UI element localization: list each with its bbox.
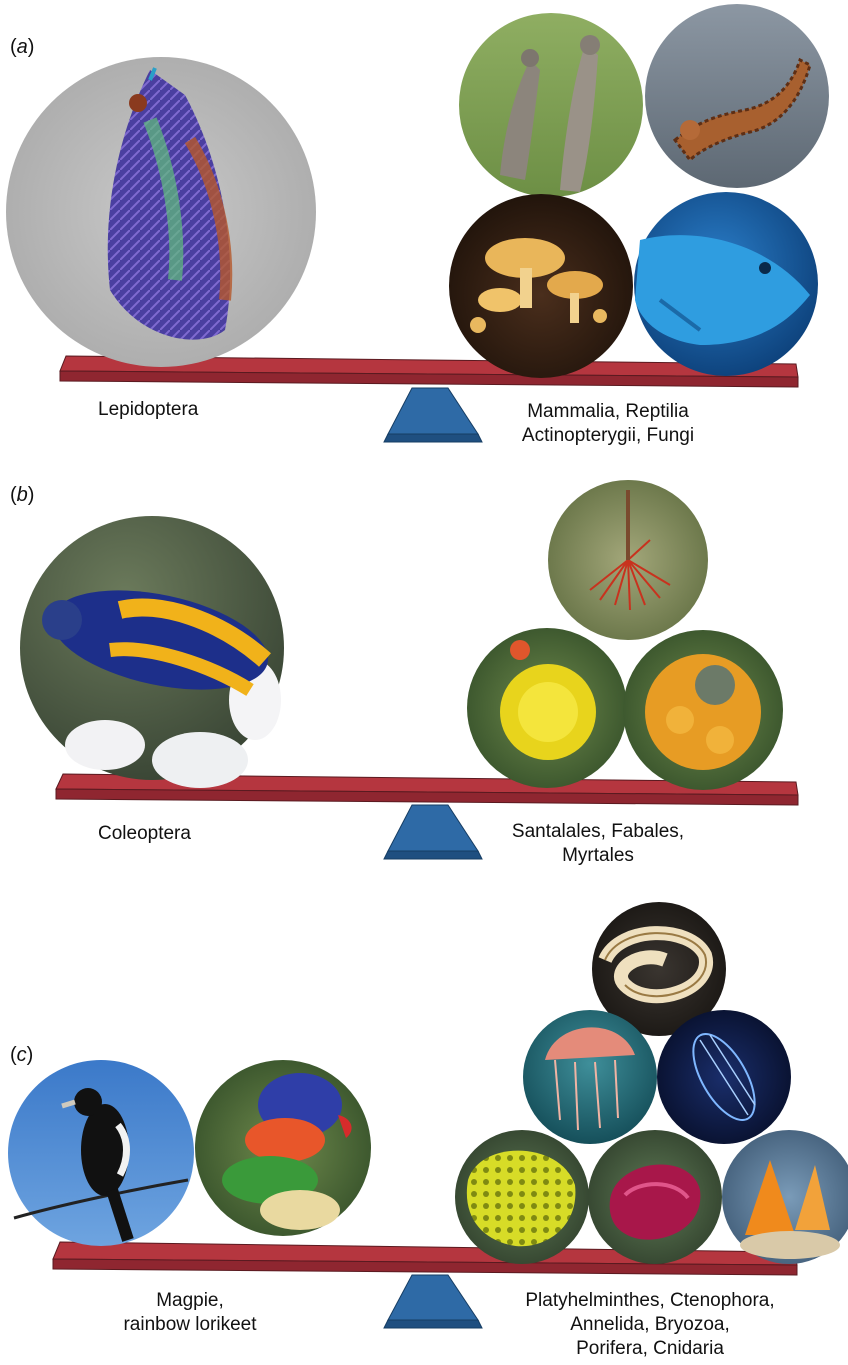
photo-red-flower xyxy=(548,480,708,640)
photo-christmas-tree-worm xyxy=(722,1130,848,1264)
caption-coleoptera: Coleoptera xyxy=(98,822,191,846)
panel-b-fulcrum xyxy=(384,805,482,859)
panel-label-a: (a) xyxy=(10,36,34,59)
panel-c-fulcrum xyxy=(384,1275,482,1328)
caption-birds: Magpie, rainbow lorikeet xyxy=(100,1289,280,1337)
caption-panel-b-right: Santalales, Fabales, Myrtales xyxy=(490,820,706,868)
panel-c xyxy=(8,902,848,1328)
caption-panel-a-right: Mammalia, Reptilia Actinopterygii, Fungi xyxy=(500,400,716,448)
photo-yellow-flower xyxy=(467,628,627,788)
photo-mushrooms xyxy=(449,194,633,378)
photo-orange-flower xyxy=(623,630,783,790)
caption-lepidoptera: Lepidoptera xyxy=(98,398,198,422)
photo-moth xyxy=(6,57,316,367)
photo-parrotfish xyxy=(634,192,818,376)
photo-thorny-devil xyxy=(645,4,829,188)
photo-jewel-beetle xyxy=(20,516,284,788)
photo-rainbow-lorikeet xyxy=(195,1060,371,1236)
photo-kangaroos xyxy=(459,13,643,197)
panel-label-c: (c) xyxy=(10,1044,33,1067)
panel-a xyxy=(6,4,829,442)
photo-jellyfish xyxy=(523,1010,657,1144)
photo-bryozoan xyxy=(588,1130,722,1264)
panel-a-fulcrum xyxy=(384,388,482,442)
photo-magpie xyxy=(8,1060,194,1246)
caption-panel-c-right: Platyhelminthes, Ctenophora, Annelida, B… xyxy=(505,1289,795,1361)
photo-comb-jelly xyxy=(657,1010,791,1144)
panel-label-b: (b) xyxy=(10,484,34,507)
panel-b xyxy=(20,480,798,859)
photo-yellow-sponge xyxy=(455,1130,589,1264)
